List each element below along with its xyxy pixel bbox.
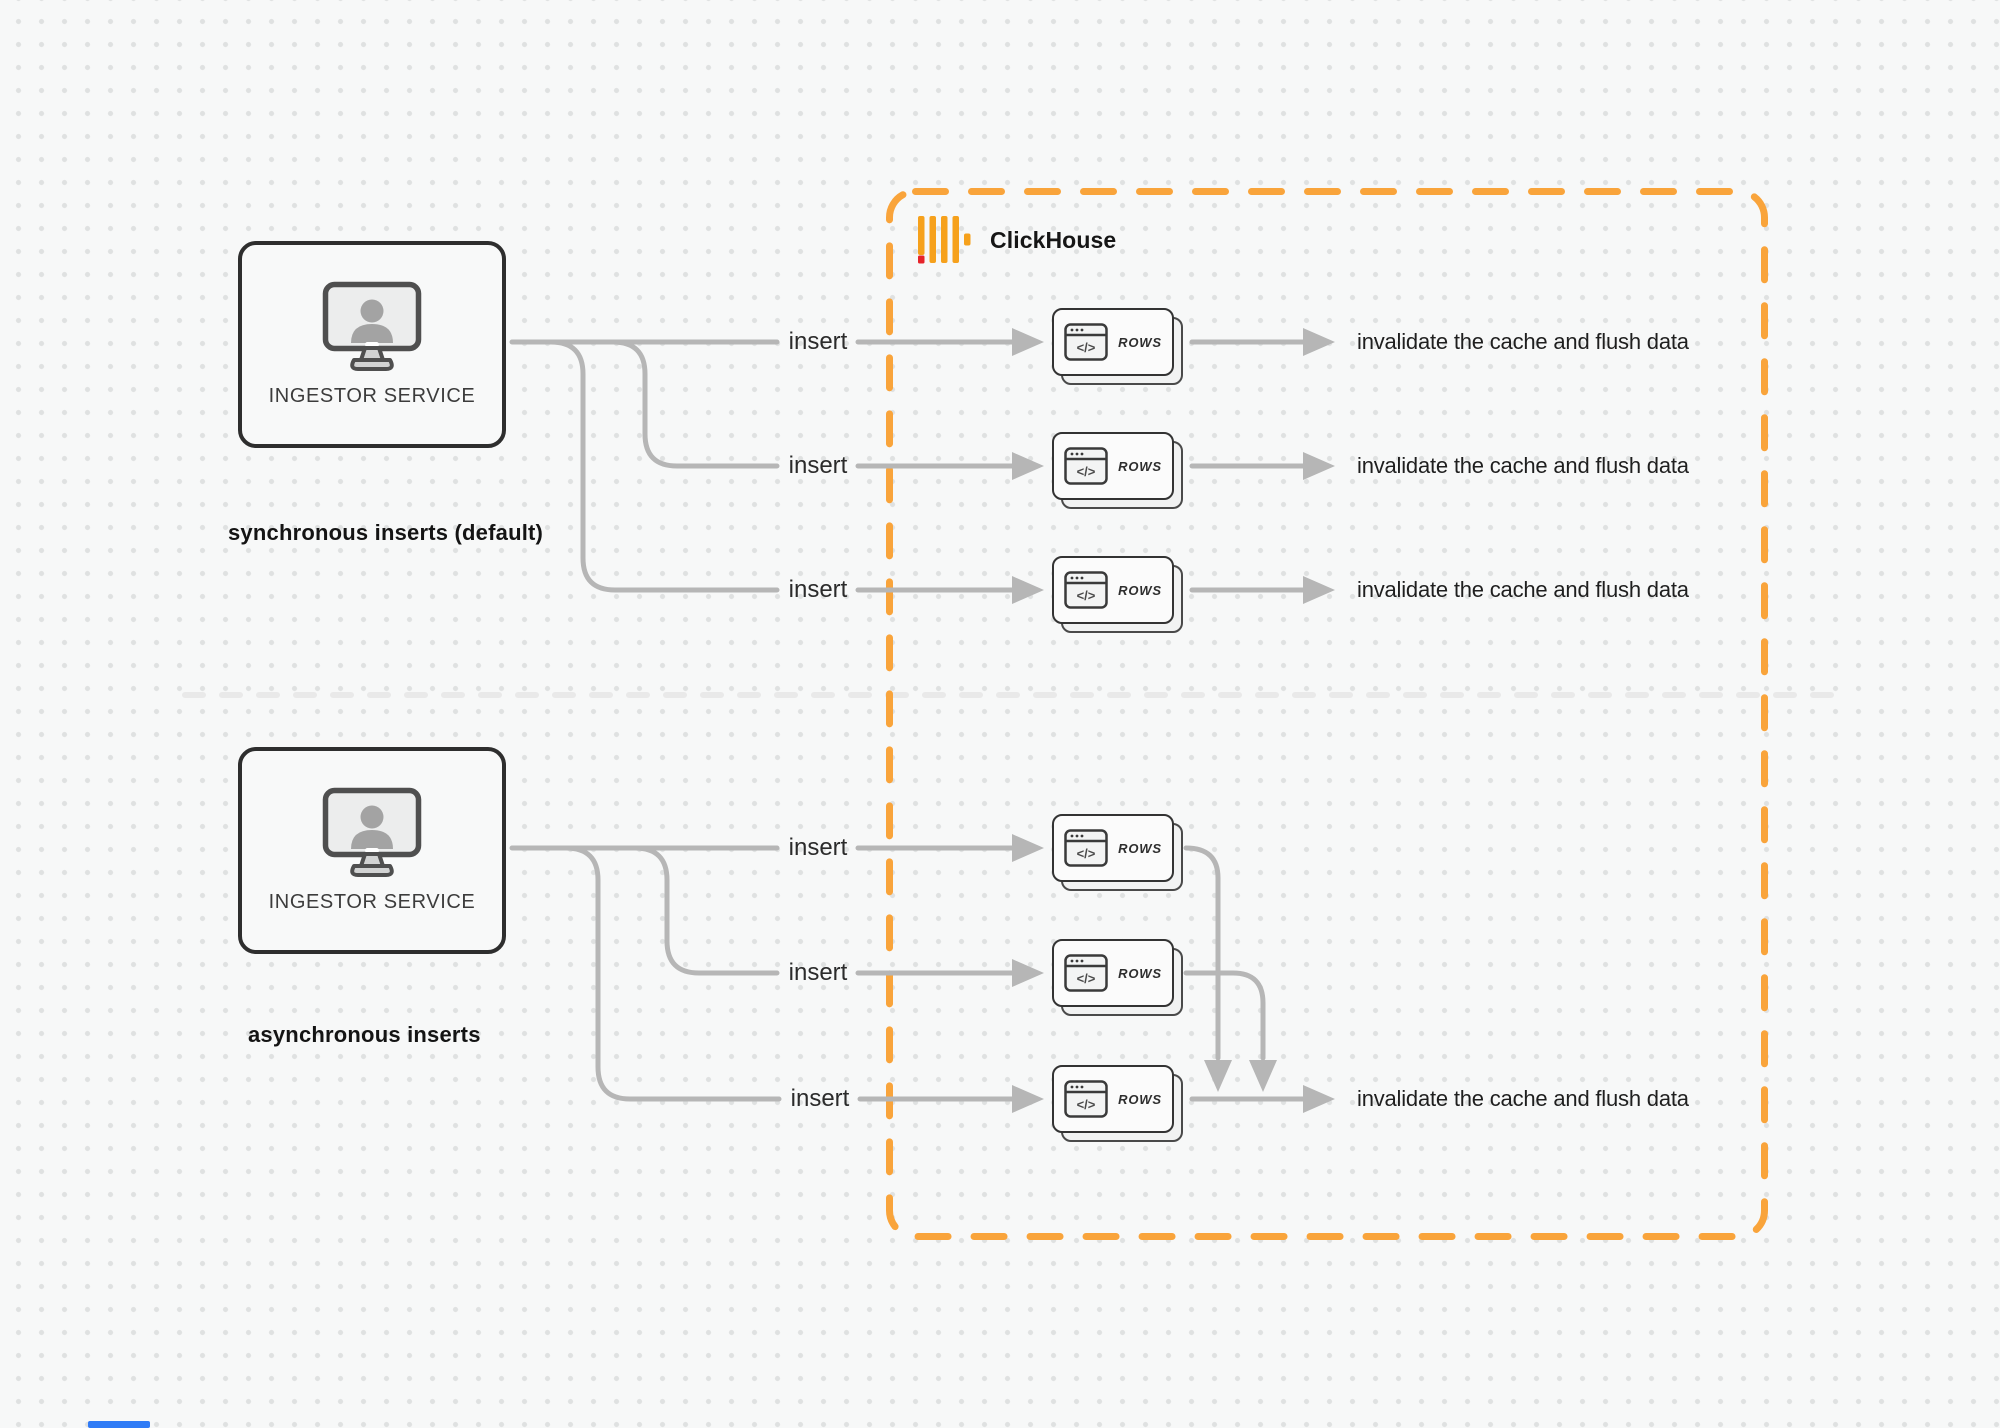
arrowhead-right [1012,959,1044,987]
insert-label: insert [788,576,848,603]
arrowhead-right [1303,576,1335,604]
rows-card: </> ROWS [1052,556,1183,633]
code-glyph: </> [1077,464,1096,479]
arrowhead-right [1012,328,1044,356]
insert-label: insert [790,1085,850,1112]
code-glyph: </> [1077,340,1096,355]
rows-label: ROWS [1118,582,1162,598]
rows-card-front: </> ROWS [1052,556,1174,624]
invalidate-cache-label: invalidate the cache and flush data [1357,1086,1689,1111]
async-row3-branch [563,845,782,1102]
rows-card-front: </> ROWS [1052,939,1174,1007]
insert-label: insert [788,834,848,861]
monitor-user-icon [322,787,422,877]
code-glyph: </> [1077,588,1096,603]
ingestor-service-label: INGESTOR SERVICE [268,385,476,407]
code-window-icon: </> [1064,954,1108,992]
rows-card: </> ROWS [1052,308,1183,385]
clickhouse-logo-icon [918,216,971,264]
async-section-label: asynchronous inserts [248,1022,481,1047]
code-window-icon: </> [1064,447,1108,485]
rows-card: </> ROWS [1052,1065,1183,1142]
rows-label: ROWS [1118,1091,1162,1107]
sync-section-label: synchronous inserts (default) [228,520,544,545]
arrowhead-right [1012,1085,1044,1113]
arrowheads [1012,328,1335,1113]
invalidate-cache-label: invalidate the cache and flush data [1357,577,1689,602]
arrowhead-down [1249,1060,1277,1092]
rows-card-front: </> ROWS [1052,1065,1174,1133]
rows-card-front: </> ROWS [1052,432,1174,500]
code-glyph: </> [1077,1097,1096,1112]
arrowhead-right [1303,1085,1335,1113]
insert-label: insert [788,452,848,479]
insert-label: insert [788,959,848,986]
arrowhead-right [1012,452,1044,480]
arrowhead-right [1303,452,1335,480]
invalidate-cache-label: invalidate the cache and flush data [1357,329,1689,354]
sync-connectors [509,339,1308,593]
ingestor-service-label: INGESTOR SERVICE [268,891,476,913]
rows-label: ROWS [1118,458,1162,474]
code-glyph: </> [1077,971,1096,986]
insert-label: insert [788,328,848,355]
bottom-edge-artifact [88,1421,150,1428]
sync-row2-branch [610,339,780,469]
arrowhead-right [1303,328,1335,356]
sync-row3-branch [548,339,780,593]
rows-label: ROWS [1118,840,1162,856]
ingestor-service-box-sync: INGESTOR SERVICE [238,241,506,448]
arrowhead-down [1204,1060,1232,1092]
async-card2-drop [1183,970,1266,1061]
clickhouse-dashed-border [886,188,1768,1240]
rows-label: ROWS [1118,965,1162,981]
rows-card: </> ROWS [1052,939,1183,1016]
arrowhead-right [1012,576,1044,604]
code-window-icon: </> [1064,571,1108,609]
rows-card: </> ROWS [1052,432,1183,509]
invalidate-cache-label: invalidate the cache and flush data [1357,453,1689,478]
rows-label: ROWS [1118,334,1162,350]
rows-card-front: </> ROWS [1052,814,1174,882]
code-window-icon: </> [1064,829,1108,867]
code-window-icon: </> [1064,1080,1108,1118]
monitor-user-icon [322,281,422,371]
ingestor-service-box-async: INGESTOR SERVICE [238,747,506,954]
clickhouse-header: ClickHouse [918,216,1116,264]
rows-card: </> ROWS [1052,814,1183,891]
async-connectors [509,845,1308,1102]
clickhouse-title: ClickHouse [990,226,1117,253]
arrowhead-right [1012,834,1044,862]
rows-card-front: </> ROWS [1052,308,1174,376]
async-row2-branch [632,845,780,976]
code-glyph: </> [1077,846,1096,861]
async-card1-drop [1183,845,1221,1061]
code-window-icon: </> [1064,323,1108,361]
